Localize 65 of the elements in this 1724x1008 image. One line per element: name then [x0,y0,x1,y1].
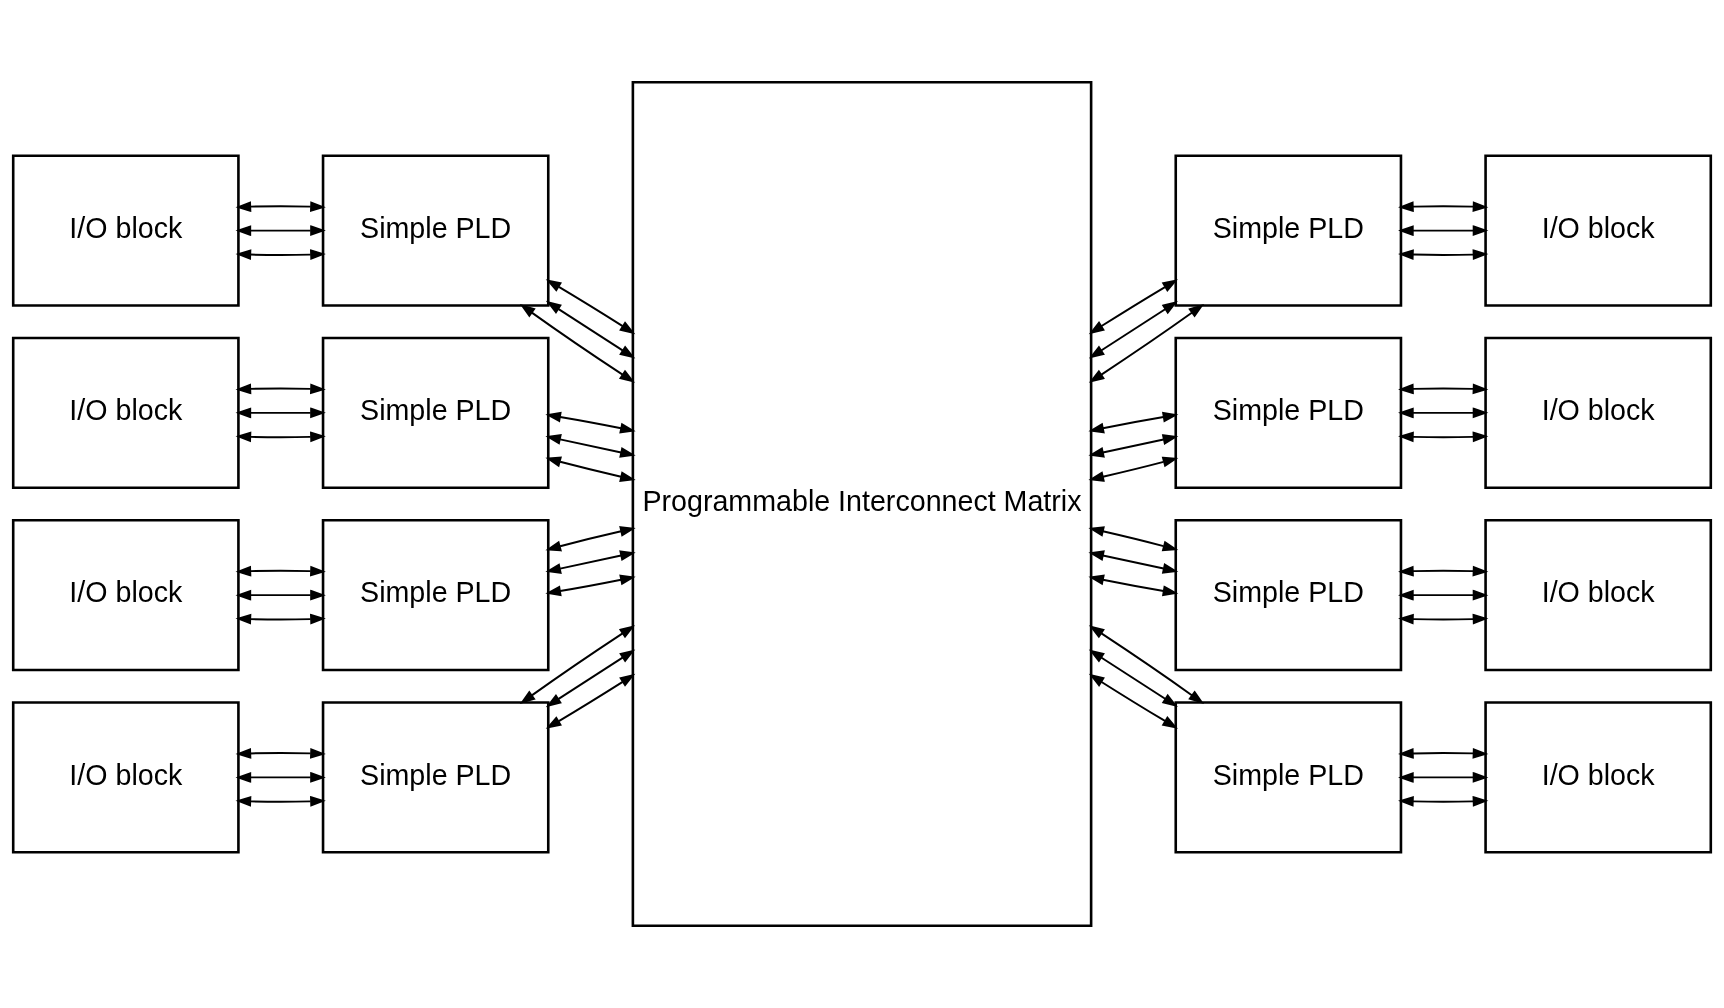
node-box: I/O block [1484,154,1713,307]
arrow [545,526,636,552]
arrow [1398,407,1489,419]
arrow [1088,304,1205,383]
arrow [235,565,326,577]
node-box: Simple PLD [321,154,550,307]
arrow [235,249,326,261]
arrow [235,771,326,783]
arrow [1088,574,1179,597]
node-box: I/O block [11,518,240,672]
arrow [235,795,326,807]
arrow [545,550,636,574]
node-box: Simple PLD [321,701,550,854]
arrow [545,649,636,708]
arrow [545,411,636,434]
arrow [1398,771,1489,783]
arrow [1088,526,1179,552]
arrow [519,303,636,383]
arrow [235,383,326,395]
arrow [1398,565,1489,577]
arrow [545,574,636,597]
node-box: Simple PLD [1174,518,1403,672]
node-box: I/O block [1484,518,1713,672]
arrow [235,747,326,759]
arrow [1088,673,1178,729]
node-box: I/O block [11,154,240,307]
arrow [545,434,636,458]
arrow [545,456,636,482]
node-box: Programmable Interconnect Matrix [631,80,1093,928]
node-box: Simple PLD [1174,336,1403,490]
arrow [1088,625,1205,704]
arrow [1088,456,1179,482]
arrow [235,431,326,443]
arrow [519,625,636,705]
arrow [545,279,636,335]
node-box: I/O block [11,701,240,854]
node-box: Simple PLD [1174,701,1403,854]
arrow [1398,589,1489,601]
arrow [1088,649,1178,707]
arrow [235,407,326,419]
node-box: I/O block [1484,336,1713,490]
arrow [1398,225,1489,237]
arrow [235,589,326,601]
node-box: Simple PLD [321,336,550,490]
arrow [235,613,326,625]
arrow [1398,201,1489,213]
arrow [545,300,636,359]
arrow [1088,301,1178,359]
node-box: I/O block [1484,701,1713,854]
node-box: I/O block [11,336,240,490]
node-box: Simple PLD [321,518,550,672]
arrow [1088,279,1178,335]
arrow [1398,795,1489,807]
arrow [1088,434,1179,458]
node-box: Simple PLD [1174,154,1403,307]
arrow [1398,383,1489,395]
arrow [1088,550,1179,574]
arrow [1398,747,1489,759]
arrow [1398,431,1489,443]
arrow [1398,613,1489,625]
arrow [1088,411,1179,434]
arrow [545,673,636,729]
arrow [1398,249,1489,261]
arrow [235,201,326,213]
arrow [235,225,326,237]
